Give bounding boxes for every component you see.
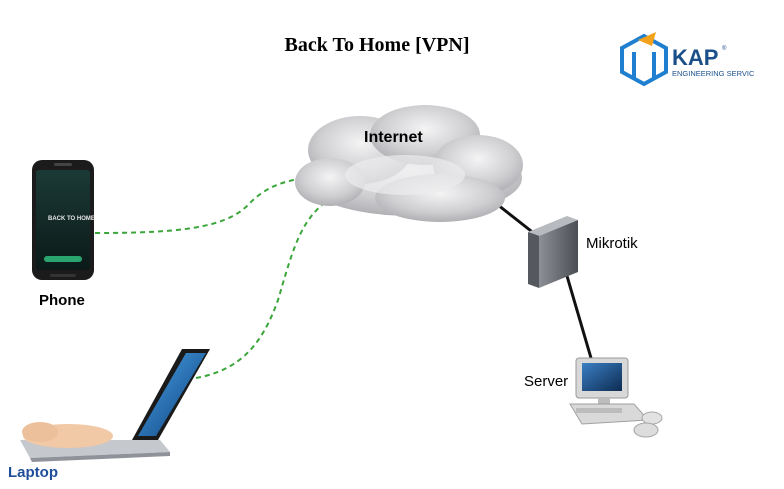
kap-logo-mark: ® — [722, 45, 727, 52]
mikrotik-router-icon — [528, 216, 578, 288]
mikrotik-label: Mikrotik — [586, 235, 638, 252]
server-computer-icon — [569, 357, 663, 438]
wired-link-mikrotik-server — [565, 275, 593, 359]
internet-label: Internet — [364, 129, 423, 146]
server-label: Server — [524, 373, 569, 390]
vpn-link-laptop — [195, 204, 323, 379]
kap-logo-tagline: ENGINEERING SERVIC — [672, 69, 755, 78]
kap-logo — [620, 32, 668, 87]
phone-app-text: BACK TO HOME — [48, 216, 95, 222]
phone-icon — [32, 160, 94, 280]
diagram-title: Back To Home [VPN] — [284, 34, 470, 56]
phone-label: Phone — [39, 292, 85, 309]
internet-cloud — [295, 105, 523, 222]
laptop-label: Laptop — [8, 464, 58, 481]
kap-logo-brand: KAP — [672, 45, 718, 70]
vpn-link-phone — [94, 177, 305, 234]
laptop-icon — [20, 349, 210, 462]
